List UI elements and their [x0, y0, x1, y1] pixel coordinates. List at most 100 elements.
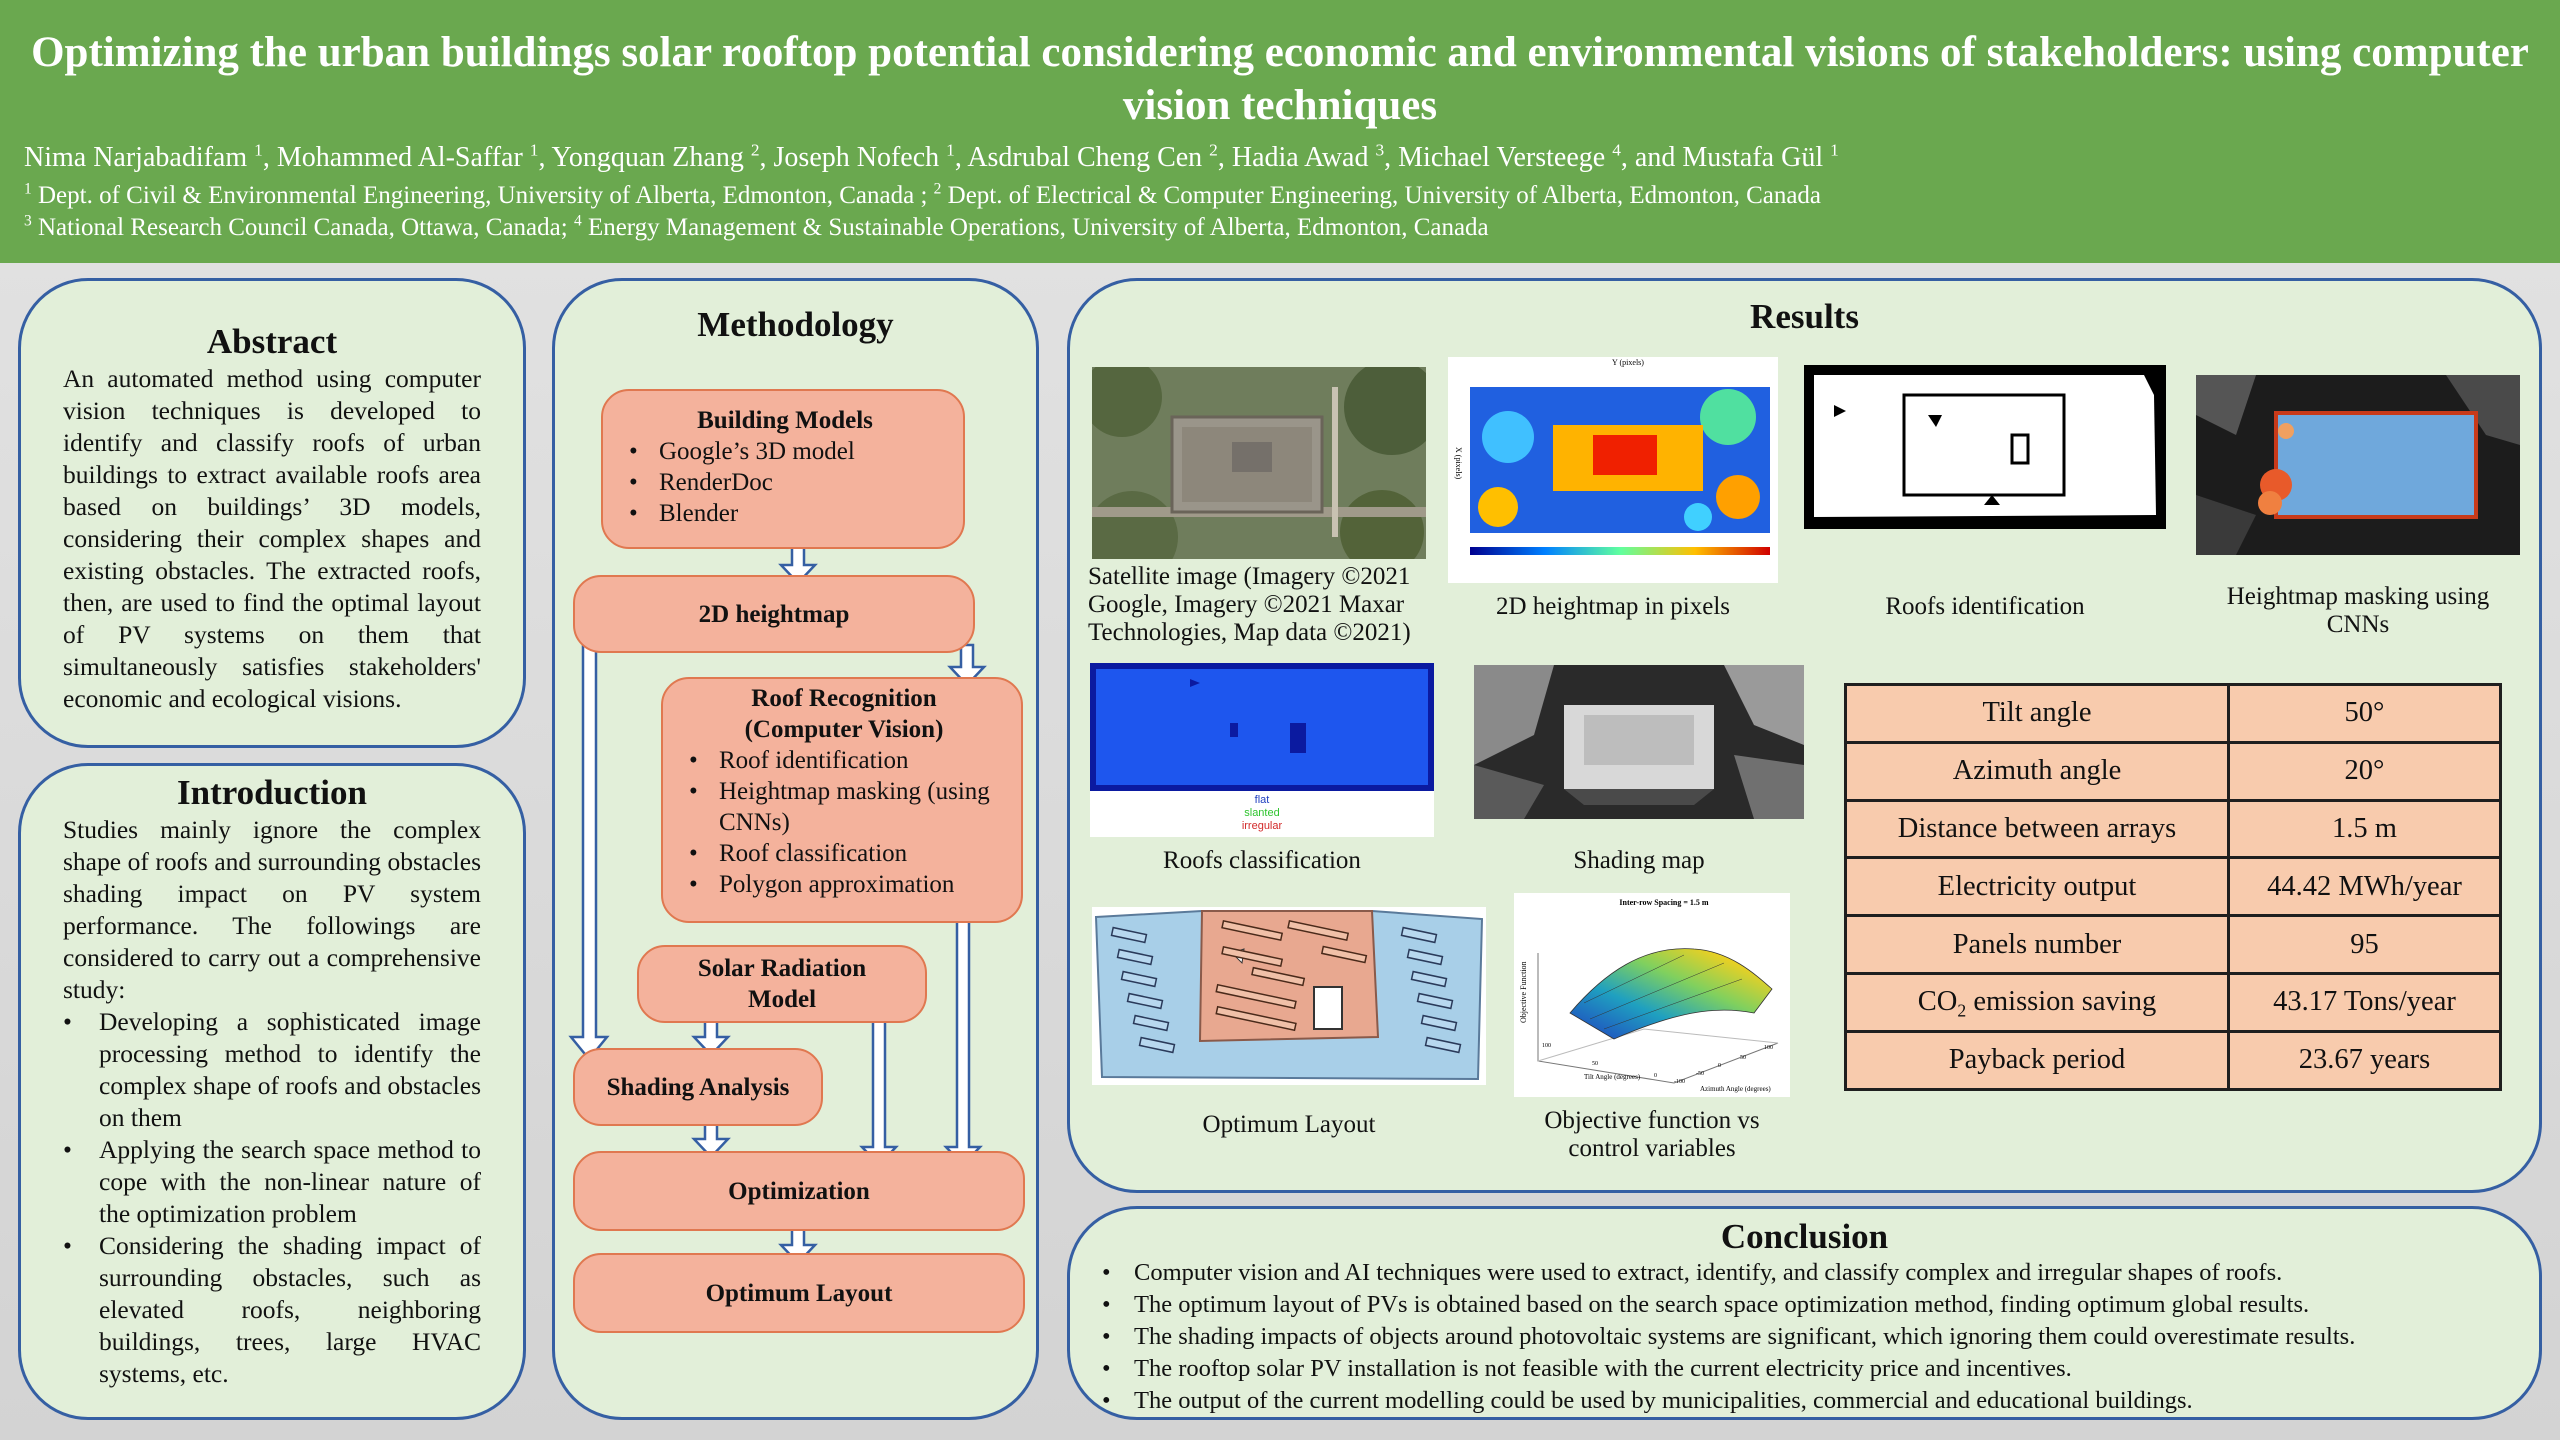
author-affiliation-mark: 1 [1830, 140, 1839, 160]
roofs-identification-graphic [1804, 365, 2166, 529]
introduction-panel: Introduction Studies mainly ignore the c… [18, 763, 526, 1420]
list-item: Developing a sophisticated image process… [63, 1006, 481, 1134]
author-affiliation-mark: 2 [1209, 140, 1218, 160]
co2-subscript: 2 [1957, 1001, 1967, 1022]
table-cell-value: 44.42 MWh/year [2227, 856, 2502, 918]
plot-title: Inter-row Spacing = 1.5 m [1619, 898, 1709, 907]
plot-x-label: Tilt Angle (degrees) [1584, 1073, 1641, 1081]
table-row: Azimuth angle 20° [1844, 740, 2502, 802]
table-row: Payback period 23.67 years [1844, 1029, 2502, 1091]
arrow-down [947, 643, 987, 687]
affiliation-mark: 1 [24, 180, 32, 198]
results-table: Tilt angle 50° Azimuth angle 20° Distanc… [1844, 683, 2502, 1091]
author-name: Mustafa Gül [1682, 142, 1831, 173]
author-affiliation-mark: 3 [1375, 140, 1385, 160]
affiliation-text: Dept. of Electrical & Computer Engineeri… [941, 182, 1822, 209]
roofs-classification-caption: Roofs classification [1163, 847, 1361, 874]
table-cell-value: 95 [2227, 914, 2502, 975]
list-item: Roof identification [685, 745, 1003, 776]
affiliation-text: Energy Management & Sustainable Operatio… [581, 214, 1489, 241]
table-cell-label: Distance between arrays [1844, 798, 2230, 860]
affiliation-text: Dept. of Civil & Environmental Engineeri… [31, 182, 934, 209]
arrow-down [943, 917, 983, 1167]
author-name: Michael Versteege [1398, 142, 1613, 173]
author-list: Nima Narjabadifam 1, Mohammed Al-Saffar … [24, 140, 2536, 176]
shading-map-caption: Shading map [1573, 847, 1705, 874]
plot-y-label: Azimuth Angle (degrees) [1700, 1085, 1771, 1093]
affiliation-line-2: 3 National Research Council Canada, Otta… [24, 212, 2536, 244]
table-cell-label: CO2 emission saving [1844, 971, 2230, 1033]
list-item: Google’s 3D model [625, 436, 945, 467]
table-row: Electricity output 44.42 MWh/year [1844, 856, 2502, 918]
author-name: Yongquan Zhang [551, 142, 751, 173]
author-separator: , [954, 142, 968, 173]
affiliation-text: National Research Council Canada, Ottawa… [31, 214, 574, 241]
objective-plot-graphic: Inter-row Spacing = 1.5 m Objective Func… [1519, 898, 1779, 1093]
roof-recognition-heading: Roof Recognition (Computer Vision) [744, 685, 944, 743]
table-cell-label: Payback period [1844, 1029, 2230, 1091]
roofs-identification-image [1804, 365, 2166, 529]
plot-tick: 0 [1654, 1073, 1657, 1079]
plot-tick: 0 [1718, 1063, 1721, 1069]
plot-tick: -50 [1696, 1071, 1704, 1077]
heightmap-graphic: Y (pixels) X (pixels) [1454, 358, 1770, 555]
abstract-text: An automated method using computer visio… [63, 364, 481, 713]
affiliation-mark: 4 [573, 212, 582, 230]
objective-plot-image: Inter-row Spacing = 1.5 m Objective Func… [1514, 893, 1790, 1097]
table-row: Tilt angle 50° [1844, 683, 2502, 744]
author-name: Asdrubal Cheng Cen [967, 142, 1210, 173]
author-separator: , [1217, 142, 1232, 173]
list-item: The optimum layout of PVs is obtained ba… [1094, 1289, 2539, 1321]
table-cell-label: Tilt angle [1844, 683, 2230, 744]
table-cell-value: 50° [2227, 683, 2502, 744]
methodology-panel: Methodology Building Models Google’s 3D … [552, 278, 1039, 1420]
building-models-list: Google’s 3D model RenderDoc Blender [625, 436, 945, 529]
optimum-layout-caption: Optimum Layout [1202, 1111, 1376, 1138]
roof-recognition-list: Roof identification Heightmap masking (u… [685, 745, 1003, 900]
list-item: Roof classification [685, 838, 1003, 869]
table-cell-label: Panels number [1844, 914, 2230, 975]
heightmap-x-axis-label: Y (pixels) [1612, 358, 1644, 367]
table-cell-label: Electricity output [1844, 856, 2230, 918]
introduction-bullets: Developing a sophisticated image process… [63, 1006, 481, 1390]
table-cell-value: 23.67 years [2227, 1029, 2502, 1091]
poster-header: Optimizing the urban buildings solar roo… [0, 0, 2560, 263]
heightmap-masking-graphic [2196, 375, 2520, 555]
plot-tick: 50 [1592, 1061, 1598, 1067]
heightmap-image: Y (pixels) X (pixels) [1448, 357, 1778, 583]
list-item: Considering the shading impact of surrou… [63, 1230, 481, 1390]
conclusion-title: Conclusion [1720, 1217, 1889, 1256]
table-row: Distance between arrays 1.5 m [1844, 798, 2502, 860]
shading-analysis-box: Shading Analysis [573, 1048, 823, 1126]
abstract-panel: Abstract An automated method using compu… [18, 278, 526, 748]
roofs-identification-caption: Roofs identification [1885, 593, 2085, 620]
satellite-image-graphic [1092, 367, 1426, 559]
heightmap-caption: 2D heightmap in pixels [1496, 593, 1730, 620]
author-affiliation-mark: 2 [750, 140, 760, 160]
table-row: CO2 emission saving 43.17 Tons/year [1844, 971, 2502, 1033]
plot-tick: 100 [1764, 1045, 1773, 1051]
heightmap-box: 2D heightmap [573, 575, 975, 653]
list-item: Applying the search space method to cope… [63, 1134, 481, 1230]
objective-plot-caption: Objective function vs control variables [1544, 1107, 1760, 1162]
author-affiliation-mark: 4 [1612, 140, 1621, 160]
plot-tick: 100 [1542, 1043, 1551, 1049]
plot-z-label: Objective Function [1519, 961, 1528, 1023]
author-separator: , [1384, 142, 1399, 173]
solar-radiation-box: Solar Radiation Model [637, 945, 927, 1023]
shading-map-graphic [1474, 665, 1804, 819]
list-item: Blender [625, 498, 945, 529]
roof-recognition-box: Roof Recognition (Computer Vision) Roof … [661, 677, 1023, 923]
author-affiliation-mark: 1 [254, 140, 263, 160]
plot-tick: 50 [1740, 1055, 1746, 1061]
optimization-box: Optimization [573, 1151, 1025, 1231]
abstract-title: Abstract [206, 322, 338, 361]
author-name: Hadia Awad [1231, 142, 1376, 173]
heightmap-masking-image [2196, 375, 2520, 555]
author-name: Mohammed Al-Saffar [276, 142, 530, 173]
roofs-classification-graphic: flat slanted irregular [1090, 663, 1434, 832]
optimum-layout-image [1092, 907, 1486, 1085]
conclusion-panel: Conclusion Computer vision and AI techni… [1067, 1206, 2542, 1420]
results-title: Results [1750, 297, 1859, 336]
methodology-title: Methodology [697, 305, 894, 344]
